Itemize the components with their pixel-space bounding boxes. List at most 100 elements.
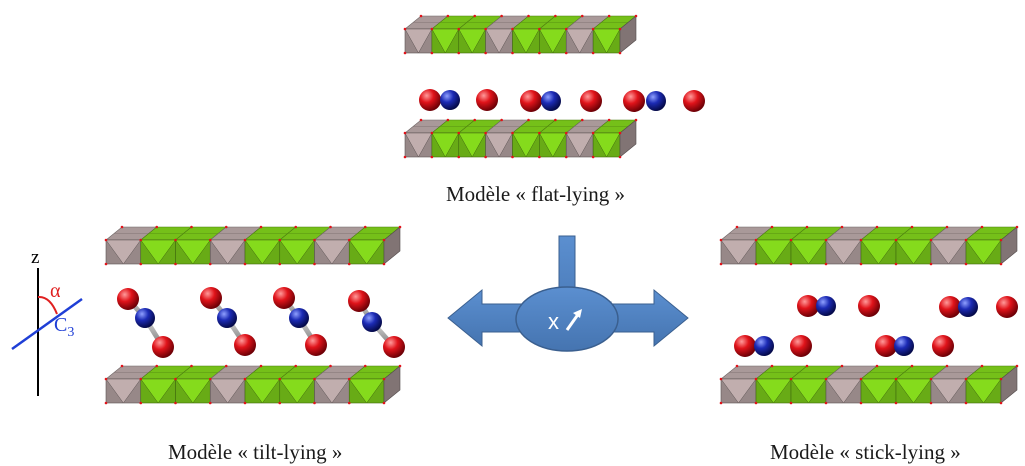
slab-atom-dot <box>945 225 949 229</box>
slab-atom-dot <box>243 262 247 266</box>
slab-atom-dot <box>538 155 541 159</box>
slab-front-facet <box>348 378 385 404</box>
slab-atom-dot <box>403 131 407 135</box>
tilt-lying-caption: Modèle « tilt-lying » <box>168 440 343 464</box>
slab-atom-dot <box>430 51 434 55</box>
slab-atom-dot <box>430 131 434 135</box>
slab-atom-dot <box>208 401 212 405</box>
slab-atom-dot <box>430 155 434 159</box>
slab-atom-dot <box>754 377 758 381</box>
slab-atom-dot <box>347 401 351 405</box>
slab-front-facet <box>404 28 433 54</box>
slab-atom-dot <box>484 155 487 159</box>
slab-atom-dot <box>719 401 723 405</box>
slab-front-facet <box>790 239 827 265</box>
slab-atom-dot <box>859 262 863 266</box>
slab-atom-dot <box>894 401 898 405</box>
oxygen-atom <box>797 295 819 317</box>
slab-atom-dot <box>929 262 933 266</box>
slab-atom-dot <box>999 377 1003 381</box>
alpha-label: α <box>50 280 61 302</box>
slab-atom-dot <box>999 401 1003 405</box>
orientation-axes: z α C3 <box>11 247 83 396</box>
slab-front-facet <box>512 28 540 54</box>
slab-atom-dot <box>403 155 407 159</box>
slab-atom-dot <box>398 225 402 229</box>
slab-front-facet <box>538 132 567 158</box>
slab-atom-dot <box>894 238 898 242</box>
slab-side-face <box>619 119 637 158</box>
slab-atom-dot <box>580 14 584 18</box>
c3-label: C3 <box>54 314 74 340</box>
slab-atom-dot <box>618 155 622 159</box>
oxygen-atom <box>200 287 222 309</box>
slab-atom-dot <box>430 27 434 31</box>
slab-atom-dot <box>484 27 487 31</box>
oxygen-atom <box>273 287 295 309</box>
slab-front-facet <box>512 132 540 158</box>
tilt-molecule <box>348 290 405 358</box>
slab-atom-dot <box>591 131 595 135</box>
center-ellipse <box>515 286 619 352</box>
slab-front-facet <box>565 28 594 54</box>
slab-atom-dot <box>155 225 159 229</box>
slab-atom-dot <box>910 225 914 229</box>
slab-front-facet <box>458 28 487 54</box>
stick-upper-slab <box>719 225 1019 266</box>
slab-atom-dot <box>719 238 723 242</box>
slab-side-face <box>1000 226 1018 265</box>
slab-atom-dot <box>382 238 386 242</box>
slab-side-face <box>383 365 401 404</box>
stick-molecule <box>734 335 812 357</box>
slab-atom-dot <box>500 118 503 122</box>
slab-atom-dot <box>980 364 984 368</box>
slab-front-facet <box>314 239 350 265</box>
slab-atom-dot <box>104 401 108 405</box>
slab-atom-dot <box>139 238 143 242</box>
flat-lower-slab <box>403 118 638 159</box>
slab-front-facet <box>279 239 315 265</box>
slab-atom-dot <box>824 377 828 381</box>
flat-molecule <box>419 89 498 111</box>
stick-molecule <box>939 296 1018 318</box>
slab-atom-dot <box>278 238 282 242</box>
oxygen-atom <box>875 335 897 357</box>
slab-atom-dot <box>294 225 298 229</box>
nitrogen-atom <box>217 308 237 328</box>
slab-atom-dot <box>313 238 316 242</box>
slab-atom-dot <box>929 401 933 405</box>
slab-atom-dot <box>174 262 177 266</box>
slab-atom-dot <box>929 377 933 381</box>
slab-atom-dot <box>554 14 557 18</box>
slab-atom-dot <box>382 401 386 405</box>
oxygen-atom <box>790 335 812 357</box>
slab-front-facet <box>279 378 315 404</box>
oxygen-atom <box>623 90 645 112</box>
nitrogen-atom <box>541 91 561 111</box>
slab-atom-dot <box>719 377 723 381</box>
slab-side-face <box>619 15 637 54</box>
slab-atom-dot <box>824 401 828 405</box>
nitrogen-atom <box>958 297 978 317</box>
slab-atom-dot <box>243 238 247 242</box>
slab-atom-dot <box>607 14 611 18</box>
slab-front-facet <box>348 239 385 265</box>
slab-atom-dot <box>875 364 879 368</box>
slab-atom-dot <box>789 262 793 266</box>
slab-front-facet <box>720 239 757 265</box>
slab-atom-dot <box>840 364 844 368</box>
slab-atom-dot <box>964 401 968 405</box>
slab-atom-dot <box>347 377 351 381</box>
slab-atom-dot <box>824 238 828 242</box>
flat-molecule <box>623 90 705 112</box>
slab-front-facet <box>825 378 862 404</box>
slab-front-facet <box>314 378 350 404</box>
slab-front-facet <box>244 378 281 404</box>
nitrogen-atom <box>894 336 914 356</box>
slab-atom-dot <box>243 377 247 381</box>
slab-atom-dot <box>754 262 758 266</box>
c3-sub: 3 <box>67 325 74 340</box>
nitrogen-atom <box>289 308 309 328</box>
slab-atom-dot <box>618 131 622 135</box>
slab-atom-dot <box>719 262 723 266</box>
